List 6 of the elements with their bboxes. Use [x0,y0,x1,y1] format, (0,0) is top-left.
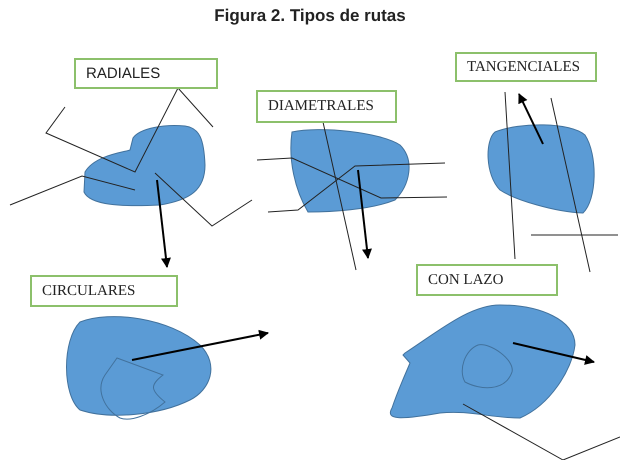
route-type-label: TANGENCIALES [455,52,597,82]
route-type-label: DIAMETRALES [256,90,397,123]
figure-title: Figura 2. Tipos de rutas [214,6,406,26]
route-type-label: CIRCULARES [30,275,178,307]
route-type-label: RADIALES [74,58,218,89]
route-type-label: CON LAZO [416,264,558,296]
